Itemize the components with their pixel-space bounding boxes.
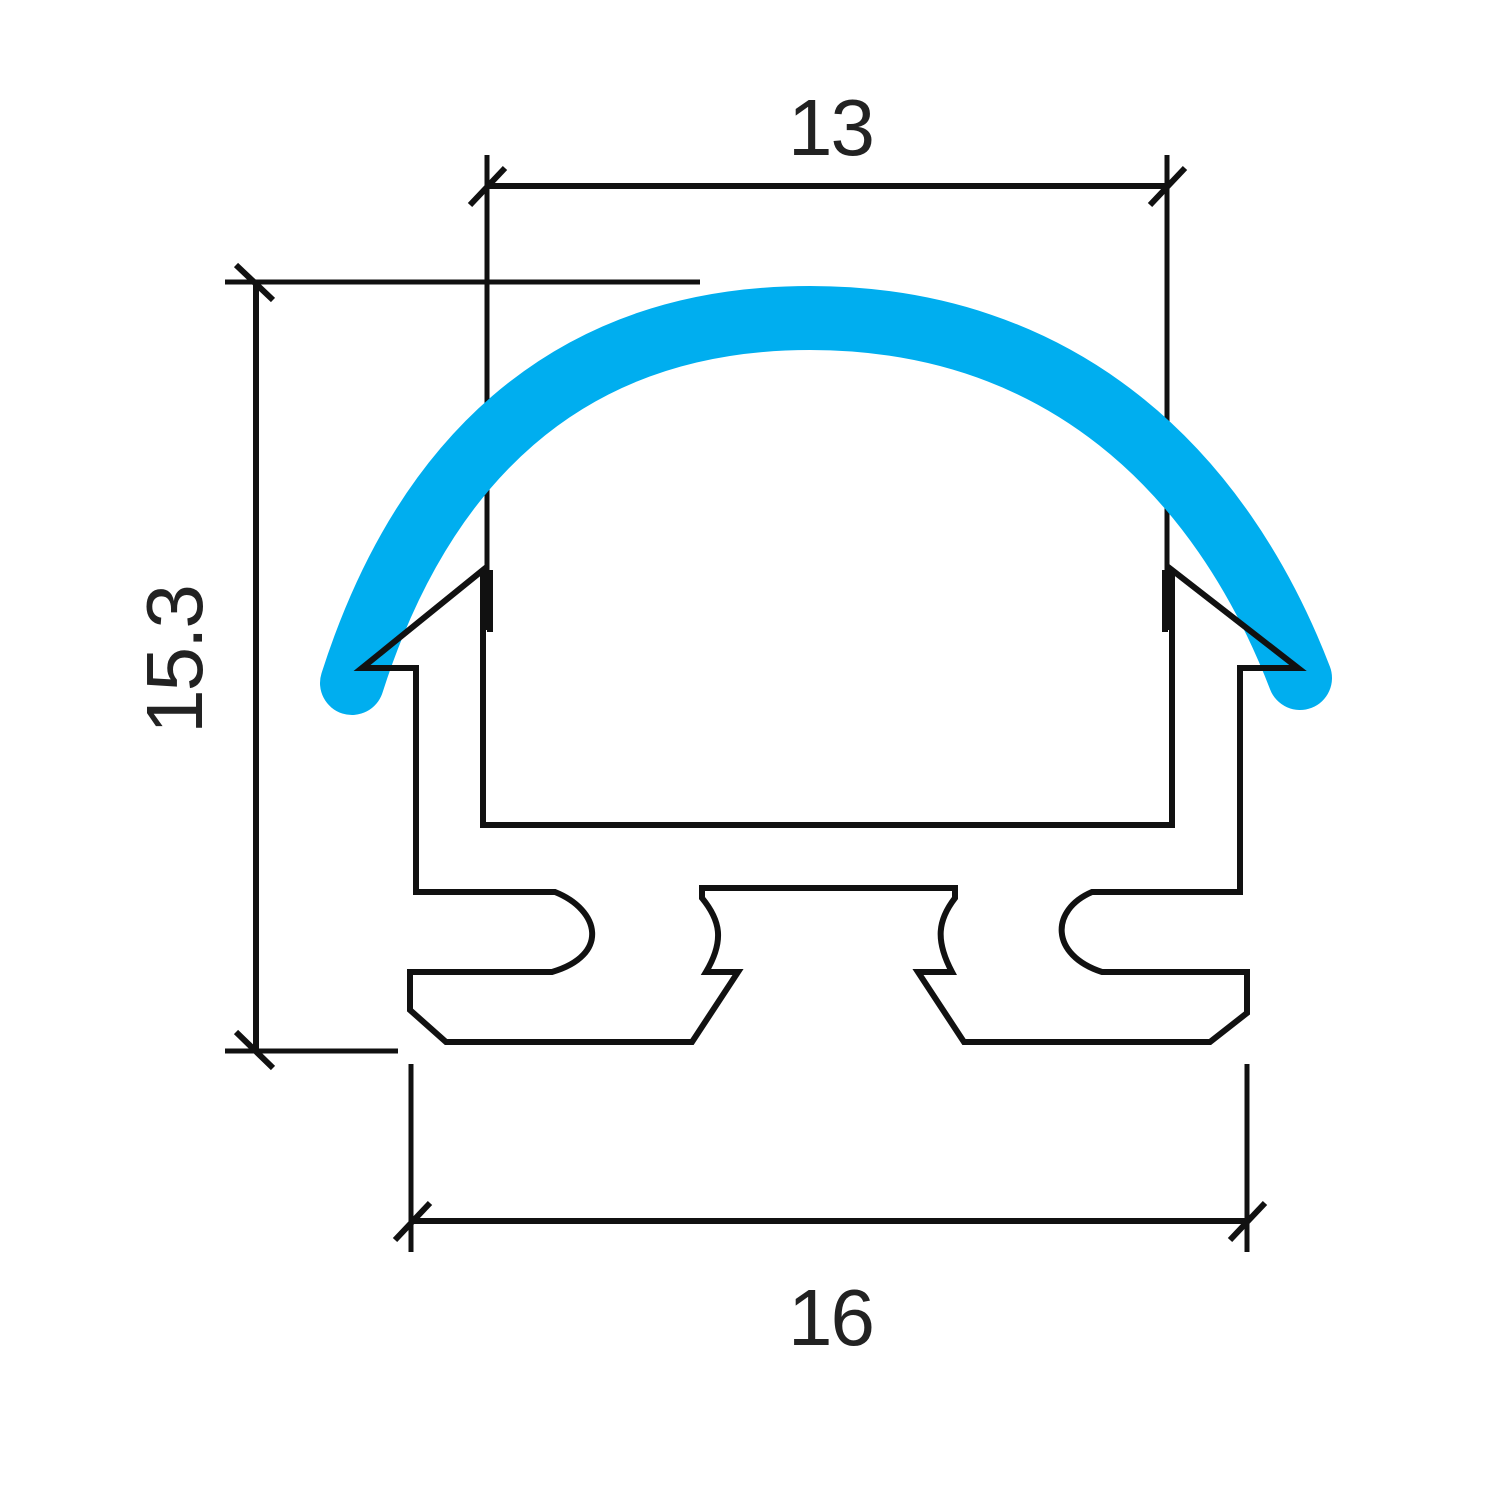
- diffuser-arc: [320, 285, 1332, 715]
- dimension-label-top: 13: [788, 83, 875, 172]
- profile-body-outline: [353, 563, 1307, 1045]
- dimension-label-height: 15.3: [130, 586, 219, 734]
- dimension-top-width: [467, 155, 1188, 630]
- dimension-total-height: [225, 262, 700, 1071]
- dimension-label-bottom: 16: [788, 1273, 875, 1362]
- dimension-bottom-width: [392, 1064, 1268, 1252]
